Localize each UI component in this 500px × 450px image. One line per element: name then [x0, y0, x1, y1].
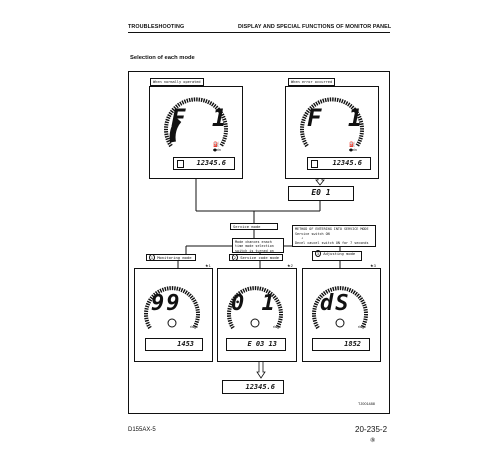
- section-title: Selection of each mode: [130, 55, 195, 61]
- normal-tag: When normally operated: [150, 78, 204, 86]
- entry-method-box: METHOD OF ENTERING INTO SERVICE MODE Ser…: [292, 225, 376, 247]
- service-code-lcd: E 03 13: [226, 338, 286, 351]
- monitoring-big-display: 99: [151, 291, 182, 316]
- service-mode-label: Service mode: [230, 223, 278, 230]
- normal-odometer: 12345.6: [173, 157, 235, 170]
- mode-change-note: Mode chances enach time mode selection s…: [232, 238, 284, 253]
- service-code-unit: r/min: [273, 325, 281, 329]
- error-odometer: 12345.6: [307, 157, 371, 170]
- monitoring-gauge: [144, 286, 200, 330]
- footer-model: D155AX-5: [128, 427, 156, 433]
- normal-gauge: [164, 97, 228, 152]
- entry-method-title: METHOD OF ENTERING INTO SERVICE MODE: [295, 227, 369, 231]
- entry-method-step2: Decel caucel switch ON for 7 seconds: [295, 240, 369, 245]
- monitoring-lcd: 1453: [145, 338, 203, 351]
- service-code-big-display: 0 1: [231, 291, 277, 316]
- header-rule: [128, 32, 390, 33]
- footer-page: 20-235-2: [355, 425, 388, 434]
- error-unit: r/min: [349, 148, 357, 152]
- mode-label-adjusting: 3 Adjusting mode: [312, 250, 362, 261]
- adjusting-lcd: 1852: [312, 338, 370, 351]
- mode-mark-3: ★3: [370, 263, 376, 268]
- error-big-display: F 1: [307, 104, 369, 132]
- monitoring-unit: r/min: [190, 325, 198, 329]
- mode-mark-2: ★2: [287, 263, 293, 268]
- mode-label-service-code: 2 Service code mode: [229, 254, 283, 261]
- error-gauge-icon: ⛽: [349, 142, 356, 148]
- hourglass-icon: [311, 160, 318, 168]
- normal-unit: r/min: [213, 148, 221, 152]
- entry-method-arrow: ↓: [301, 236, 304, 240]
- normal-gauge-icon: ⛽: [213, 142, 220, 148]
- bottom-odometer: 12345.6: [222, 380, 284, 394]
- entry-method-step1: Service switch ON: [295, 231, 330, 236]
- error-code-display: E0 1: [288, 186, 354, 201]
- error-gauge: [300, 97, 364, 152]
- hourglass-icon: [177, 160, 184, 168]
- header-right: DISPLAY AND SPECIAL FUNCTIONS OF MONITOR…: [238, 24, 392, 30]
- service-code-gauge: [227, 286, 283, 330]
- figure-id: TJ001488: [358, 402, 375, 406]
- header-left: TROUBLESHOOTING: [128, 24, 185, 30]
- adjusting-big-display: dS: [320, 291, 351, 316]
- adjusting-unit: r/min: [358, 325, 366, 329]
- mode-label-monitoring: 1 Monitoring mode: [146, 254, 196, 261]
- normal-big-display: F 1: [171, 104, 233, 132]
- footer-revision: ⑧: [370, 438, 376, 444]
- mode-mark-1: ★1: [205, 263, 211, 268]
- error-tag: When error occurred: [288, 78, 336, 86]
- adjusting-gauge: [312, 286, 368, 330]
